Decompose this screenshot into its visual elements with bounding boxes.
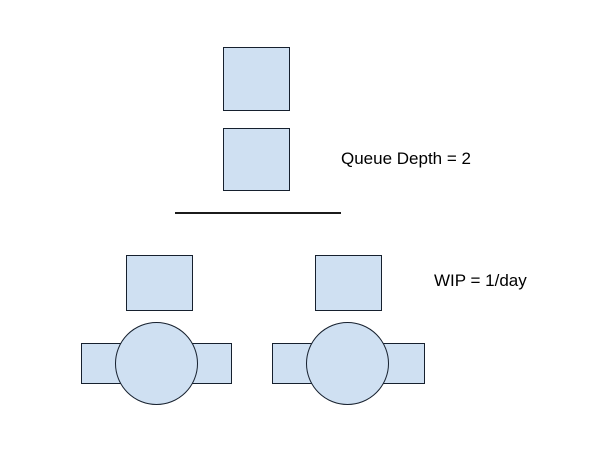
- workstation-1-circle[interactable]: [115, 322, 198, 405]
- workstation-1-square[interactable]: [126, 255, 193, 311]
- queue-item-square-1[interactable]: [223, 47, 290, 111]
- queue-item-square-2[interactable]: [223, 128, 290, 191]
- queue-divider-line: [175, 212, 341, 214]
- workstation-2-square[interactable]: [315, 255, 382, 311]
- queue-depth-label: Queue Depth = 2: [341, 149, 471, 168]
- workstation-2-circle[interactable]: [306, 322, 389, 405]
- wip-label: WIP = 1/day: [434, 271, 527, 290]
